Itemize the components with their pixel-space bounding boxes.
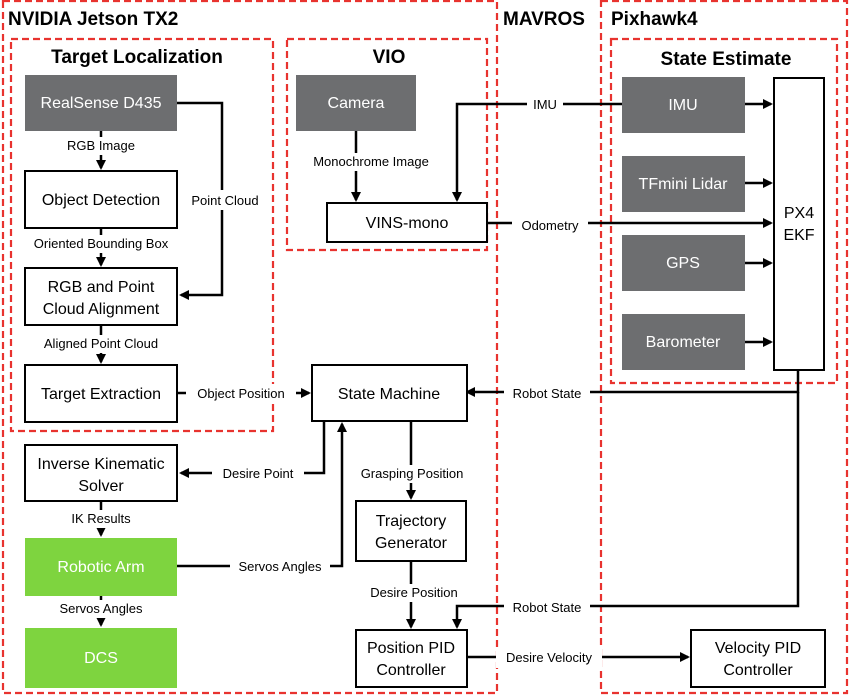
mavros-title: MAVROS [503, 9, 585, 30]
node-barometer: Barometer [622, 314, 745, 370]
edge-label-desire-point: Desire Point [223, 466, 294, 481]
state-estimate-title: State Estimate [661, 49, 792, 70]
node-camera-label: Camera [328, 95, 385, 112]
node-object-detection-label: Object Detection [42, 192, 160, 209]
node-state-machine-box [311, 364, 468, 422]
node-position-pid-label-line1: Position PID [367, 640, 455, 657]
edge-label-point-cloud: Point Cloud [191, 193, 258, 208]
node-rgb-alignment-label-line2: Cloud Alignment [43, 301, 160, 318]
edge-label-robot-state-bottom: Robot State [513, 600, 582, 615]
edge-label-servos-angles-side: Servos Angles [238, 559, 322, 574]
pixhawk-title: Pixhawk4 [611, 9, 698, 30]
node-gps-box [622, 235, 745, 291]
node-robotic-arm: Robotic Arm [25, 538, 177, 596]
node-rgb-alignment: RGB and Point Cloud Alignment [24, 267, 178, 326]
node-position-pid-box [355, 629, 468, 688]
node-velocity-pid: Velocity PID Controller [690, 629, 826, 688]
edge-labels: RGB Image Point Cloud Oriented Bounding … [26, 95, 602, 668]
node-vins-mono-box [326, 202, 488, 243]
edge-label-servos-angles-down: Servos Angles [59, 601, 143, 616]
node-gps-label: GPS [666, 255, 700, 272]
node-barometer-label: Barometer [646, 334, 721, 351]
node-ik-solver: Inverse Kinematic Solver [24, 444, 178, 502]
node-ik-solver-label-line1: Inverse Kinematic [37, 456, 164, 473]
node-px4-ekf-label-line2: EKF [783, 227, 814, 244]
node-trajectory-generator-label-line2: Generator [375, 535, 448, 552]
wire-servos-angles-side [177, 422, 347, 568]
edge-label-rgb-image: RGB Image [67, 138, 135, 153]
node-velocity-pid-label-line1: Velocity PID [715, 640, 801, 657]
edge-label-desire-position: Desire Position [370, 585, 457, 600]
wire-imu-to-vins [452, 102, 622, 202]
node-velocity-pid-label-line2: Controller [723, 662, 793, 679]
node-camera: Camera [296, 75, 416, 131]
node-barometer-box [622, 314, 745, 370]
vio-group [285, 37, 489, 252]
node-robotic-arm-label: Robotic Arm [57, 559, 144, 576]
edge-label-desire-velocity: Desire Velocity [506, 650, 592, 665]
node-realsense-label: RealSense D435 [41, 95, 162, 112]
node-imu: IMU [622, 77, 745, 133]
edge-label-oriented-bbox: Oriented Bounding Box [34, 236, 169, 251]
node-object-detection: Object Detection [24, 170, 178, 229]
node-px4-ekf: PX4 EKF [773, 77, 825, 371]
node-camera-box [296, 75, 416, 131]
target-localization-title: Target Localization [51, 47, 223, 68]
edge-label-aligned-point-cloud: Aligned Point Cloud [44, 336, 158, 351]
node-dcs-label: DCS [84, 650, 118, 667]
edge-label-object-position: Object Position [197, 386, 284, 401]
edge-label-grasping-position: Grasping Position [361, 466, 464, 481]
node-target-extraction: Target Extraction [24, 364, 178, 423]
wire-robot-state-bottom [452, 392, 800, 629]
jetson-container [1, 0, 499, 695]
vio-title: VIO [373, 47, 406, 68]
node-trajectory-generator-label-line1: Trajectory [376, 513, 447, 530]
jetson-title: NVIDIA Jetson TX2 [8, 9, 178, 30]
node-realsense: RealSense D435 [25, 75, 177, 131]
node-imu-box [622, 77, 745, 133]
edge-label-odometry: Odometry [521, 218, 579, 233]
node-px4-ekf-box [773, 77, 825, 371]
pixhawk-container [599, 0, 849, 695]
state-estimate-group [609, 37, 839, 385]
node-tfmini-lidar-label: TFmini Lidar [639, 176, 729, 193]
node-position-pid-label-line2: Controller [376, 662, 446, 679]
node-trajectory-generator: Trajectory Generator [355, 500, 467, 562]
node-imu-label: IMU [668, 97, 697, 114]
node-velocity-pid-box [690, 629, 826, 688]
node-dcs-box [25, 628, 177, 688]
node-ik-solver-box [24, 444, 178, 502]
node-object-detection-box [24, 170, 178, 229]
node-gps: GPS [622, 235, 745, 291]
edge-label-ik-results: IK Results [71, 511, 131, 526]
node-vins-mono: VINS-mono [326, 202, 488, 243]
node-rgb-alignment-label-line1: RGB and Point [48, 279, 155, 296]
edge-label-monochrome-image: Monochrome Image [313, 154, 429, 169]
node-tfmini-lidar-box [622, 156, 745, 212]
node-vins-mono-label: VINS-mono [366, 215, 449, 232]
node-position-pid: Position PID Controller [355, 629, 468, 688]
node-px4-ekf-label-line1: PX4 [784, 205, 814, 222]
node-dcs: DCS [25, 628, 177, 688]
node-target-extraction-label: Target Extraction [41, 386, 161, 403]
edge-label-robot-state-top: Robot State [513, 386, 582, 401]
edge-label-imu: IMU [533, 97, 557, 112]
node-target-extraction-box [24, 364, 178, 423]
node-ik-solver-label-line2: Solver [78, 478, 124, 495]
node-rgb-alignment-box [24, 267, 178, 326]
node-trajectory-generator-box [355, 500, 467, 562]
node-realsense-box [25, 75, 177, 131]
node-tfmini-lidar: TFmini Lidar [622, 156, 745, 212]
node-state-machine: State Machine [311, 364, 468, 422]
node-state-machine-label: State Machine [338, 386, 440, 403]
node-robotic-arm-box [25, 538, 177, 596]
target-localization-group [9, 37, 275, 433]
